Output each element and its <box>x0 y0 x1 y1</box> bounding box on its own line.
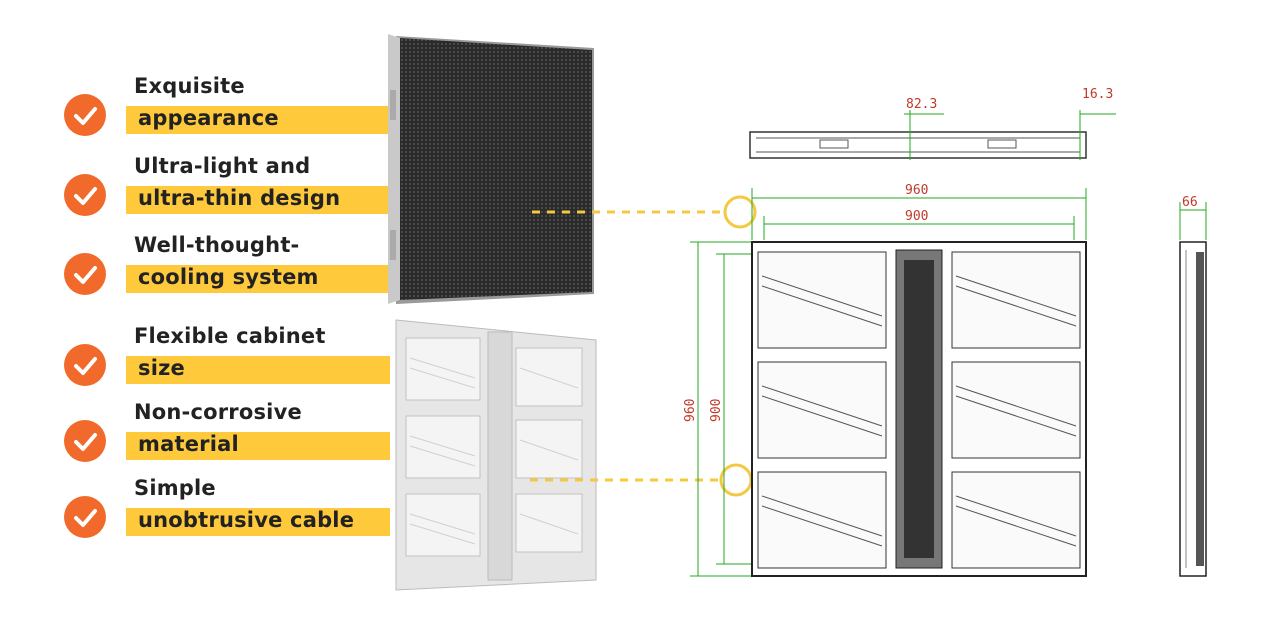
callout-circle-top <box>723 195 757 229</box>
dim-outer-width: 960 <box>905 183 928 198</box>
front-view <box>751 241 1087 577</box>
label-highlight <box>126 432 390 460</box>
side-view: 66 <box>1179 195 1207 577</box>
label-highlight <box>126 508 390 536</box>
feature-title: Non-corrosive <box>134 400 302 424</box>
check-icon <box>64 94 106 136</box>
feature-item: Simple unobtrusive cable <box>64 476 390 558</box>
feature-title: Well-thought- <box>134 233 300 257</box>
feature-subtitle: size <box>138 356 185 380</box>
top-view: 82.3 16.3 <box>749 87 1116 160</box>
dim-top-left: 82.3 <box>906 97 937 112</box>
dim-inner-height: 900 <box>709 399 724 422</box>
dim-side-depth: 66 <box>1182 195 1198 210</box>
label-highlight <box>126 356 390 384</box>
feature-title: Flexible cabinet <box>134 324 326 348</box>
check-icon <box>64 253 106 295</box>
feature-item: Non-corrosive material <box>64 400 390 482</box>
dim-inner-width: 900 <box>905 209 928 224</box>
feature-item: Exquisite appearance <box>64 74 396 156</box>
feature-title: Ultra-light and <box>134 154 311 178</box>
feature-item: Ultra-light and ultra-thin design <box>64 154 398 236</box>
check-icon <box>64 344 106 386</box>
label-highlight <box>126 186 398 214</box>
feature-item: Well-thought- cooling system <box>64 233 396 315</box>
feature-subtitle: appearance <box>138 106 279 130</box>
check-icon <box>64 174 106 216</box>
technical-drawing: 82.3 16.3 960 900 960 900 <box>683 87 1207 577</box>
feature-title: Simple <box>134 476 216 500</box>
check-icon <box>64 496 106 538</box>
led-panel-front-image <box>388 34 594 304</box>
feature-subtitle: cooling system <box>138 265 319 289</box>
label-highlight <box>126 106 396 134</box>
feature-subtitle: ultra-thin design <box>138 186 341 210</box>
dim-outer-height: 960 <box>683 399 698 422</box>
dim-top-right: 16.3 <box>1082 87 1113 102</box>
label-highlight <box>126 265 396 293</box>
height-dimensions: 960 900 <box>683 241 764 577</box>
led-panel-back-image <box>395 319 597 591</box>
check-icon <box>64 420 106 462</box>
width-dimensions: 960 900 <box>751 183 1087 240</box>
feature-subtitle: unobtrusive cable <box>138 508 355 532</box>
feature-subtitle: material <box>138 432 239 456</box>
feature-title: Exquisite <box>134 74 245 98</box>
feature-item: Flexible cabinet size <box>64 324 390 406</box>
